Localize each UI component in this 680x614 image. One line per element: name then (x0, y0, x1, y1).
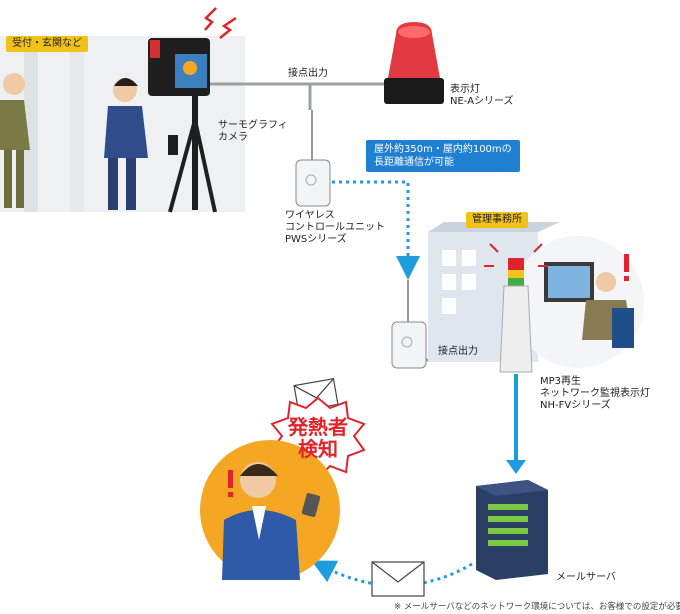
wireless-link (332, 180, 420, 280)
tower-label-line: NH-FVシリーズ (540, 400, 611, 411)
wireless-unit-label-line: コントロールユニット (285, 222, 385, 233)
entrance-tag: 受付・玄関など (6, 36, 88, 52)
range-callout-line: 屋外約350m・屋内約100mの (374, 144, 512, 155)
envelope-icon (371, 561, 425, 597)
light-label: 表示灯 NE-Aシリーズ (450, 84, 514, 108)
tower-label: MP3再生 ネットワーク監視表示灯 NH-FVシリーズ (540, 376, 650, 412)
wireless-unit-label-line: PWSシリーズ (285, 234, 347, 245)
tower-label-line: ネットワーク監視表示灯 (540, 388, 650, 399)
entrance-scene (0, 7, 245, 213)
contact-output-label: 接点出力 (288, 68, 328, 79)
office-worker-scene (512, 236, 644, 368)
light-label-line: 表示灯 (450, 84, 480, 95)
camera-label: サーモグラフィ カメラ (218, 120, 288, 144)
signal-light-icon (384, 22, 444, 104)
fever-detected-line: 発熱者 (288, 415, 348, 439)
signal-tower-icon (484, 243, 548, 373)
mail-server-icon (476, 480, 548, 580)
tower-label-line: MP3再生 (540, 376, 582, 387)
contact-output-label: 接点出力 (438, 346, 478, 357)
wireless-unit-icon (295, 159, 331, 207)
person-right (104, 78, 148, 210)
range-callout: 屋外約350m・屋内約100mの 長距離通信が可能 (366, 140, 520, 172)
camera-label-line: カメラ (218, 132, 248, 143)
wireless-unit-label-line: ワイヤレス (285, 210, 335, 221)
alert-zigzag-icon (204, 7, 217, 31)
fever-detected-line: 検知 (298, 437, 338, 461)
alert-zigzag-icon (219, 16, 237, 39)
wireless-unit-icon (391, 321, 427, 369)
camera-label-line: サーモグラフィ (218, 120, 288, 131)
footnote: ※ メールサーバなどのネットワーク環境については、お客様での設定が必要です。 (394, 602, 680, 612)
recipient-scene (200, 440, 340, 580)
person-left (0, 73, 30, 208)
mail-server-label: メールサーバ (556, 572, 616, 583)
office-tag: 管理事務所 (466, 212, 528, 228)
thermal-camera-icon (148, 38, 217, 213)
light-label-line: NE-Aシリーズ (450, 96, 514, 107)
network-link (506, 374, 526, 474)
range-callout-line: 長距離通信が可能 (374, 157, 454, 168)
wireless-unit-label: ワイヤレス コントロールユニット PWSシリーズ (285, 210, 385, 246)
fever-detected-text: 発熱者 検知 (276, 416, 360, 460)
